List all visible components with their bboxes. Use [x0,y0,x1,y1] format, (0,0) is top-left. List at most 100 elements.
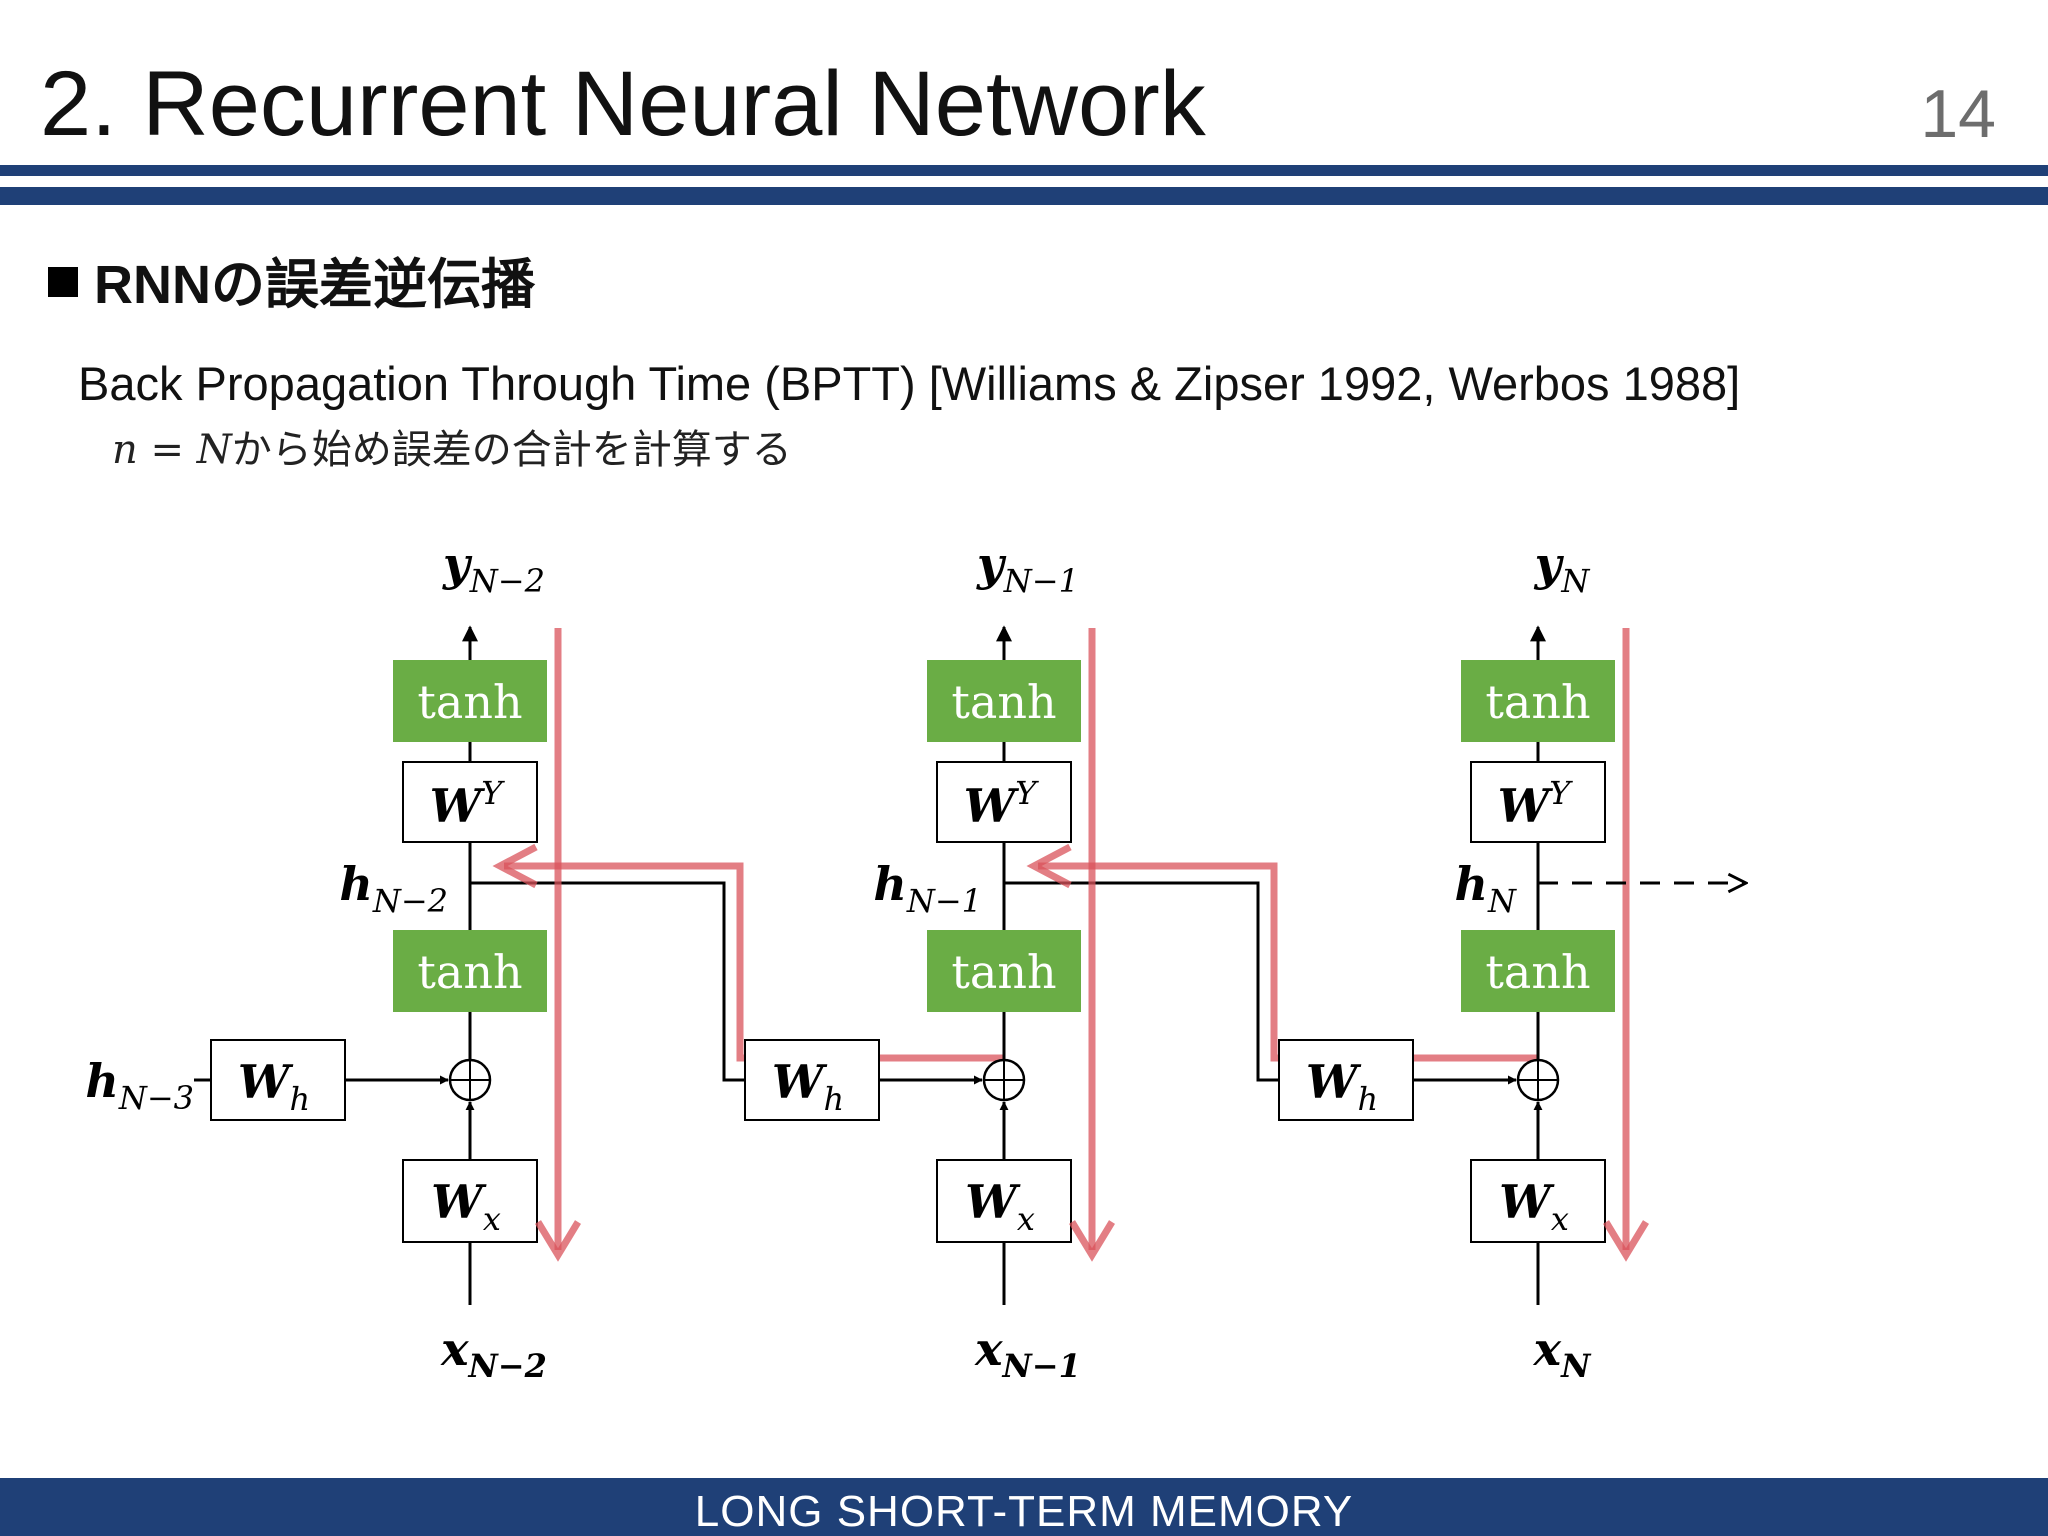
slide-title: 2. Recurrent Neural Network [40,53,1206,155]
step-0-wy-box [402,761,538,843]
step-0-wy-label-sup: Y [481,774,505,812]
step-1-input-label-main: x [974,1322,1003,1376]
step-1-wx-label: Wx [965,1175,1035,1238]
step-1-tanh-bottom-label: tanh [951,945,1056,999]
note-var-N: N [196,427,232,473]
step-0-hidden-label-sub: N−2 [372,882,448,920]
step-1-gradient-vertical-head [1069,1220,1115,1262]
step-0-wy-label: WY [430,774,506,833]
diagram-layer: tanhtanhWYWxWhyN−2xN−2hN−2tanhtanhWYWxWh… [85,537,1746,1385]
step-0-tanh-bottom-box [393,930,547,1012]
step-0-output-label-sub: N−2 [469,562,545,600]
section-heading: RNNの誤差逆伝播 [48,258,535,312]
step-2-wy-label-sup: Y [1549,774,1573,812]
title-rule-thin [0,187,2048,205]
step-1-tanh-top-label: tanh [951,675,1056,729]
step-0-wh-label: Wh [238,1055,310,1118]
section-heading-text: RNNの誤差逆伝播 [94,255,535,315]
step-0-wx-label-sub: x [483,1200,501,1238]
step-1-gradient-recurrent-head [1026,843,1072,889]
step-2-hidden-label-sub: N [1487,882,1517,920]
initial-hidden-label: hN−3 [85,1054,194,1117]
step-1-hidden-label-main: h [873,857,906,911]
step-1-wy-label-sup: Y [1015,774,1039,812]
step-2-wx-label: Wx [1499,1175,1569,1238]
step-1-wh-label-sub: h [824,1080,845,1118]
step-0-gradient-vertical-head [535,1220,581,1262]
step-0-input-label: xN−2 [440,1322,547,1385]
step-2-wh-label: Wh [1306,1055,1378,1118]
step-0-tanh-top-box [393,660,547,742]
footer-bar [0,1478,2048,1536]
step-0-output-label-main: y [442,537,473,591]
step-1-wy-box [936,761,1072,843]
step-0-wh-label-sub: h [290,1080,311,1118]
step-1-output-label: yN−1 [976,537,1079,600]
step-1-wh-label: Wh [772,1055,844,1118]
step-2-wy-label-main: W [1498,779,1554,833]
step-2-wh-box [1278,1039,1414,1121]
step-2-input-label: xN [1533,1322,1592,1385]
step-1-wx-label-main: W [965,1175,1021,1229]
step-0-output-label: yN−2 [442,537,545,600]
step-2-wx-label-main: W [1499,1175,1555,1229]
summation-note: n = Nから始め誤差の合計を計算する [112,430,792,470]
step-1-wh-label-main: W [772,1055,828,1109]
title-rule-thick [0,165,2048,176]
step-1-output-label-main: y [976,537,1007,591]
step-1-tanh-bottom-box [927,930,1081,1012]
step-0-wx-label: Wx [431,1175,501,1238]
step-0-tanh-top-label: tanh [417,675,522,729]
note-text: から始め誤差の合計を計算する [231,427,792,473]
step-2-tanh-top-box [1461,660,1615,742]
step-0-wy-label-main: W [430,779,486,833]
step-2-tanh-bottom-box [1461,930,1615,1012]
step-1-wy-label-main: W [964,779,1020,833]
step-2-hidden-label-main: h [1455,857,1488,911]
note-var-n: n [112,427,138,473]
footer-title: LONG SHORT-TERM MEMORY [694,1487,1354,1536]
step-2-tanh-bottom-label: tanh [1485,945,1590,999]
step-0-input-label-main: x [440,1322,469,1376]
step-1-input-label-sub: N−1 [1002,1347,1081,1385]
step-0-wh-label-main: W [238,1055,294,1109]
step-0-wh-box [210,1039,346,1121]
initial-hidden-label-main: h [85,1054,118,1108]
step-2-wy-label: WY [1498,774,1574,833]
step-0-hidden-label-main: h [339,857,372,911]
step-2-tanh-top-label: tanh [1485,675,1590,729]
step-0-gradient-recurrent-head [492,843,538,889]
step-2-output-label-sub: N [1560,562,1590,600]
page-number: 14 [1920,76,1996,152]
initial-hidden-label-sub: N−3 [118,1079,194,1117]
step-2-wh-label-main: W [1306,1055,1362,1109]
step-1-output-label-sub: N−1 [1003,562,1079,600]
step-2-wx-label-sub: x [1551,1200,1569,1238]
bptt-description: Back Propagation Through Time (BPTT) [Wi… [78,357,1741,410]
step-2-hidden-label: hN [1455,857,1517,920]
step-2-input-label-sub: N [1560,1347,1592,1385]
step-1-hidden-label-sub: N−1 [906,882,982,920]
step-1-wy-label: WY [964,774,1040,833]
step-2-wh-label-sub: h [1358,1080,1379,1118]
step-1-wx-box [936,1159,1072,1243]
step-1-tanh-top-box [927,660,1081,742]
step-1-input-label: xN−1 [974,1322,1081,1385]
bullet-square-icon [48,267,78,297]
step-2-wx-box [1470,1159,1606,1243]
step-2-output-label-main: y [1534,537,1565,591]
step-0-tanh-bottom-label: tanh [417,945,522,999]
step-2-input-label-main: x [1533,1322,1562,1376]
step-0-wx-label-main: W [431,1175,487,1229]
step-1-wh-box [744,1039,880,1121]
step-2-gradient-vertical-head [1603,1220,1649,1262]
step-2-output-label: yN [1534,537,1591,600]
step-0-wx-box [402,1159,538,1243]
step-1-wx-label-sub: x [1017,1200,1035,1238]
step-0-input-label-sub: N−2 [468,1347,547,1385]
note-equals: = [137,427,197,473]
step-1-hidden-label: hN−1 [873,857,982,920]
step-2-wy-box [1470,761,1606,843]
step-0-hidden-label: hN−2 [339,857,448,920]
